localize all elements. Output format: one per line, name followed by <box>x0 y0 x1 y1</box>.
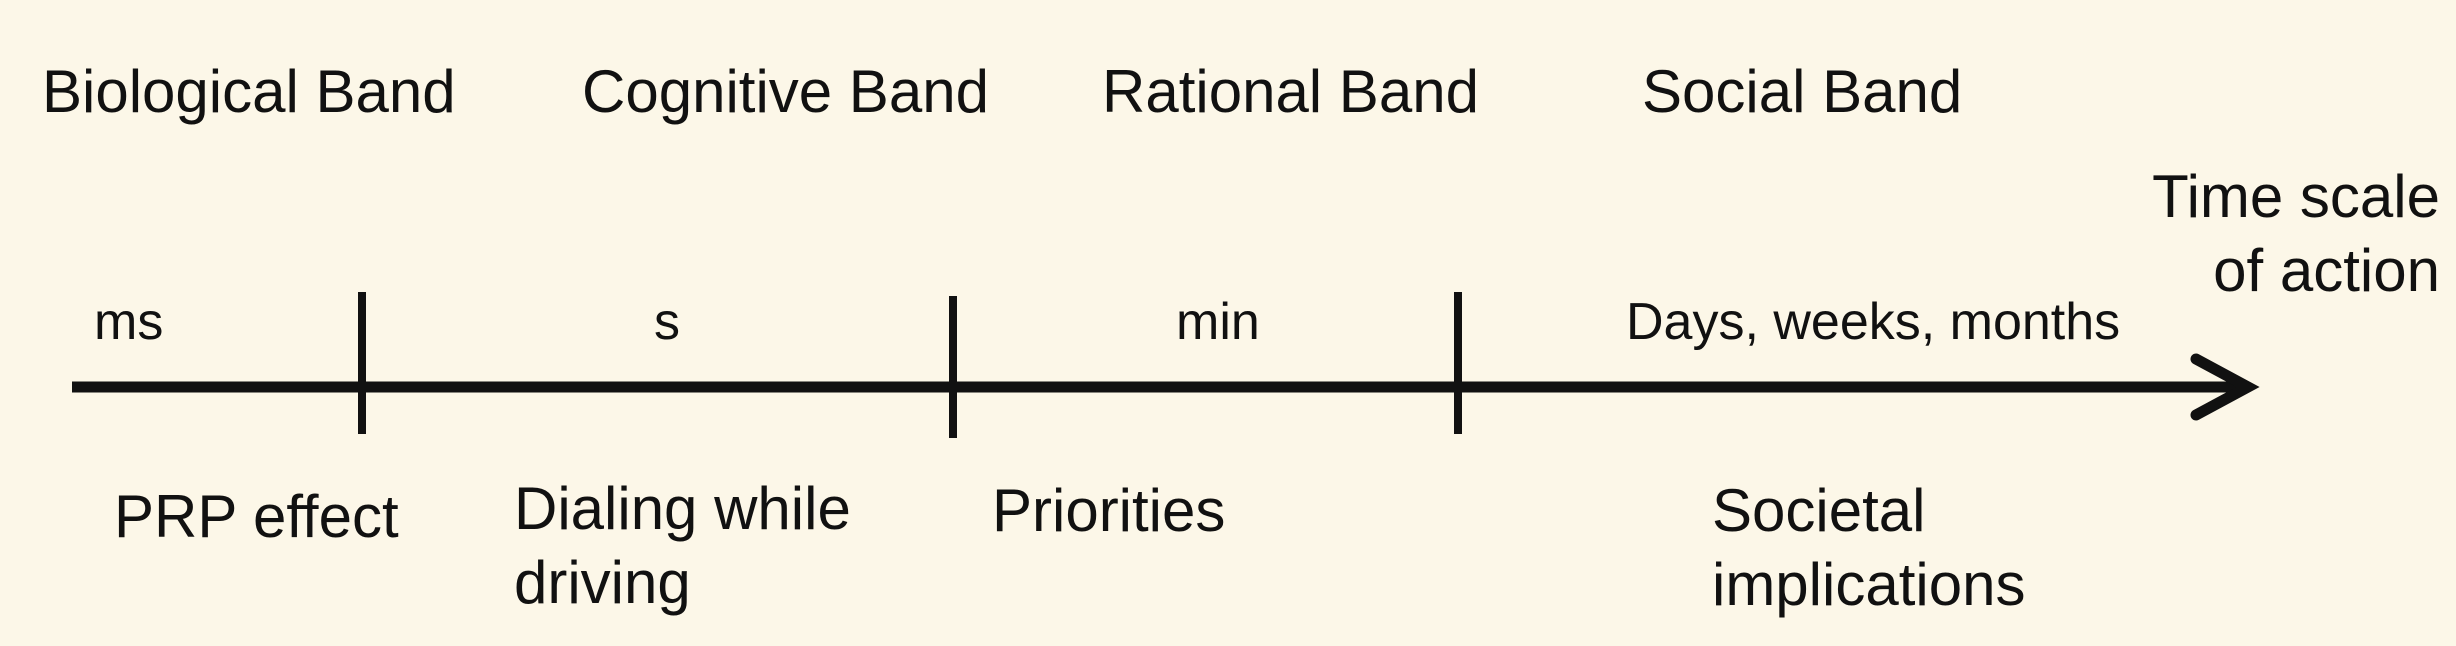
axis-title: Time scale of action <box>2152 160 2440 308</box>
example-label-dialing-line-1: Dialing while <box>514 475 851 542</box>
unit-label-s: s <box>654 293 680 351</box>
unit-label-min: min <box>1176 293 1260 351</box>
example-label-prp-effect: PRP effect <box>114 480 399 554</box>
axis-title-line-2: of action <box>2213 237 2440 304</box>
example-label-societal-implications: Societal implications <box>1712 474 2025 622</box>
unit-label-ms: ms <box>94 293 164 351</box>
example-label-priorities: Priorities <box>992 474 1225 548</box>
band-label-rational: Rational Band <box>1102 58 1479 125</box>
axis-title-line-1: Time scale <box>2152 163 2440 230</box>
band-label-social: Social Band <box>1642 58 1963 125</box>
example-label-societal-line-1: Societal <box>1712 477 1926 544</box>
timeline-arrowhead <box>2190 353 2260 421</box>
example-label-dialing-line-2: driving <box>514 549 691 616</box>
band-label-cognitive: Cognitive Band <box>582 58 989 125</box>
example-label-dialing-while-driving: Dialing while driving <box>514 472 851 620</box>
unit-label-days-weeks-months: Days, weeks, months <box>1626 293 2121 351</box>
example-label-prp-effect-line-1: PRP effect <box>114 483 399 550</box>
example-label-societal-line-2: implications <box>1712 551 2026 618</box>
example-label-priorities-line-1: Priorities <box>992 477 1226 544</box>
band-label-biological: Biological Band <box>42 58 456 125</box>
